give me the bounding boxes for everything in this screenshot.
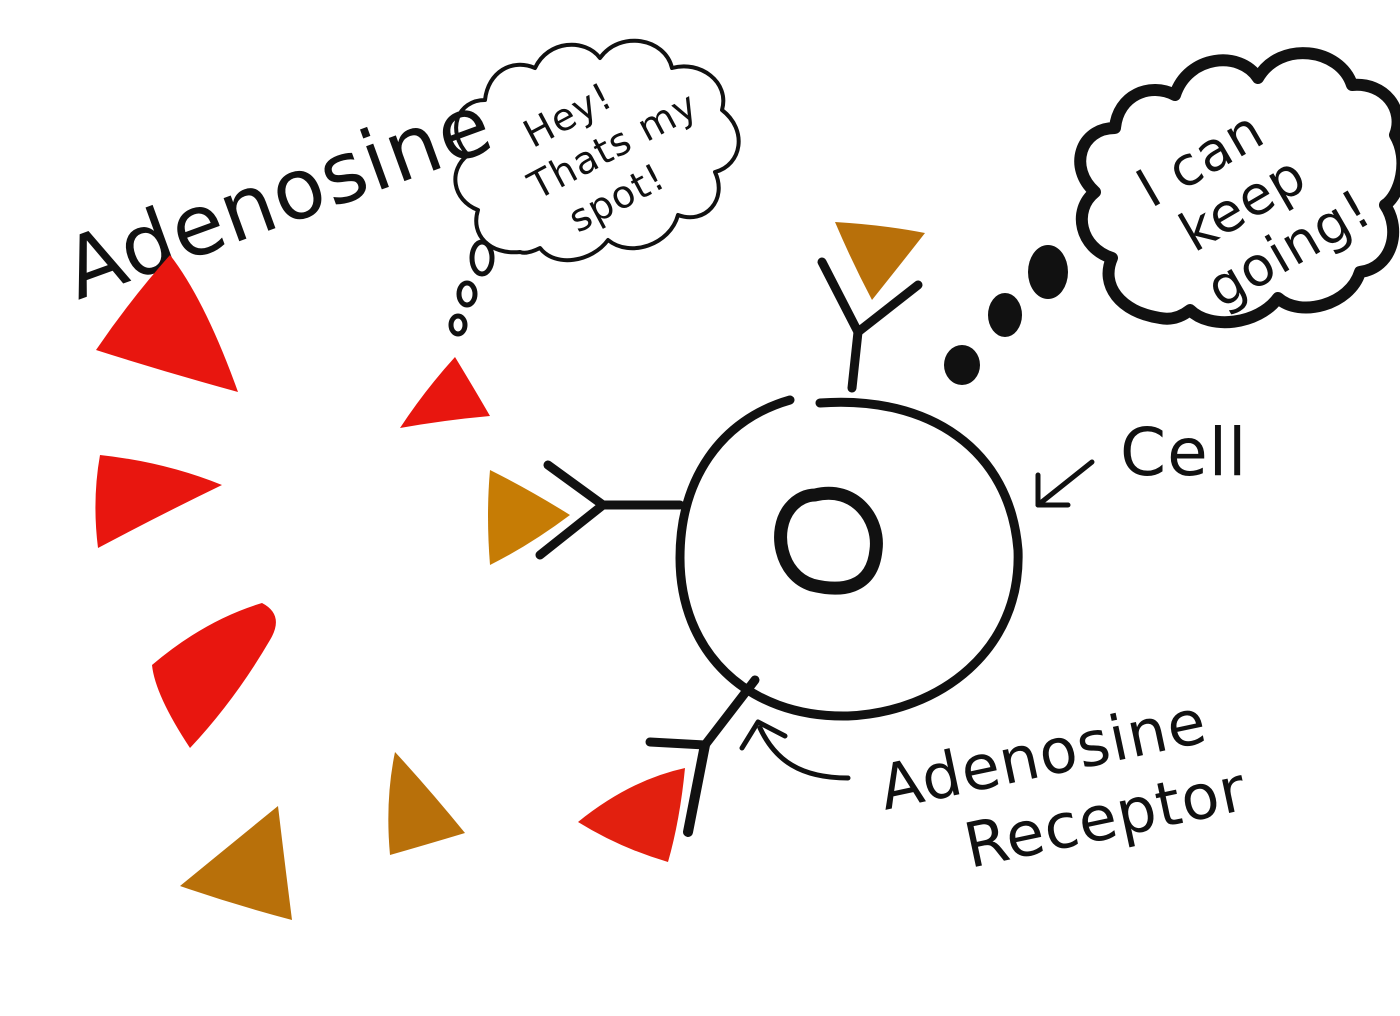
cell-nucleus: [774, 486, 883, 595]
adenosine-triangle: [95, 455, 222, 548]
adenosine-receptor-bottom: [578, 675, 760, 862]
thought-dot: [469, 239, 495, 277]
adenosine-triangle: [152, 603, 276, 748]
adenosine-heading: Adenosine: [51, 74, 504, 319]
thought-bubble-right: I can keep going!: [944, 47, 1400, 385]
caffeine-triangle: [835, 222, 925, 300]
cell-arrow: [1035, 459, 1095, 508]
caffeine-triangle: [388, 752, 465, 855]
caffeine-triangle: [488, 470, 570, 565]
thought-dot: [1028, 245, 1068, 299]
adenosine-receptor-top: [817, 222, 925, 393]
adenosine-receptor-left: [488, 460, 685, 565]
adenosine-triangle: [578, 768, 685, 862]
thought-dot: [456, 280, 478, 308]
cell-label: Cell: [1120, 414, 1247, 491]
adenosine-triangle: [96, 255, 238, 392]
thought-dot: [988, 293, 1022, 337]
thought-dot: [448, 313, 468, 337]
receptor-arrow: [739, 719, 851, 781]
thought-dot: [944, 345, 980, 385]
adenosine-triangle: [400, 357, 490, 428]
caffeine-triangle: [180, 806, 292, 920]
cell: [675, 395, 1023, 721]
thought-bubble-left: Hey! Thats my spot!: [448, 38, 741, 337]
